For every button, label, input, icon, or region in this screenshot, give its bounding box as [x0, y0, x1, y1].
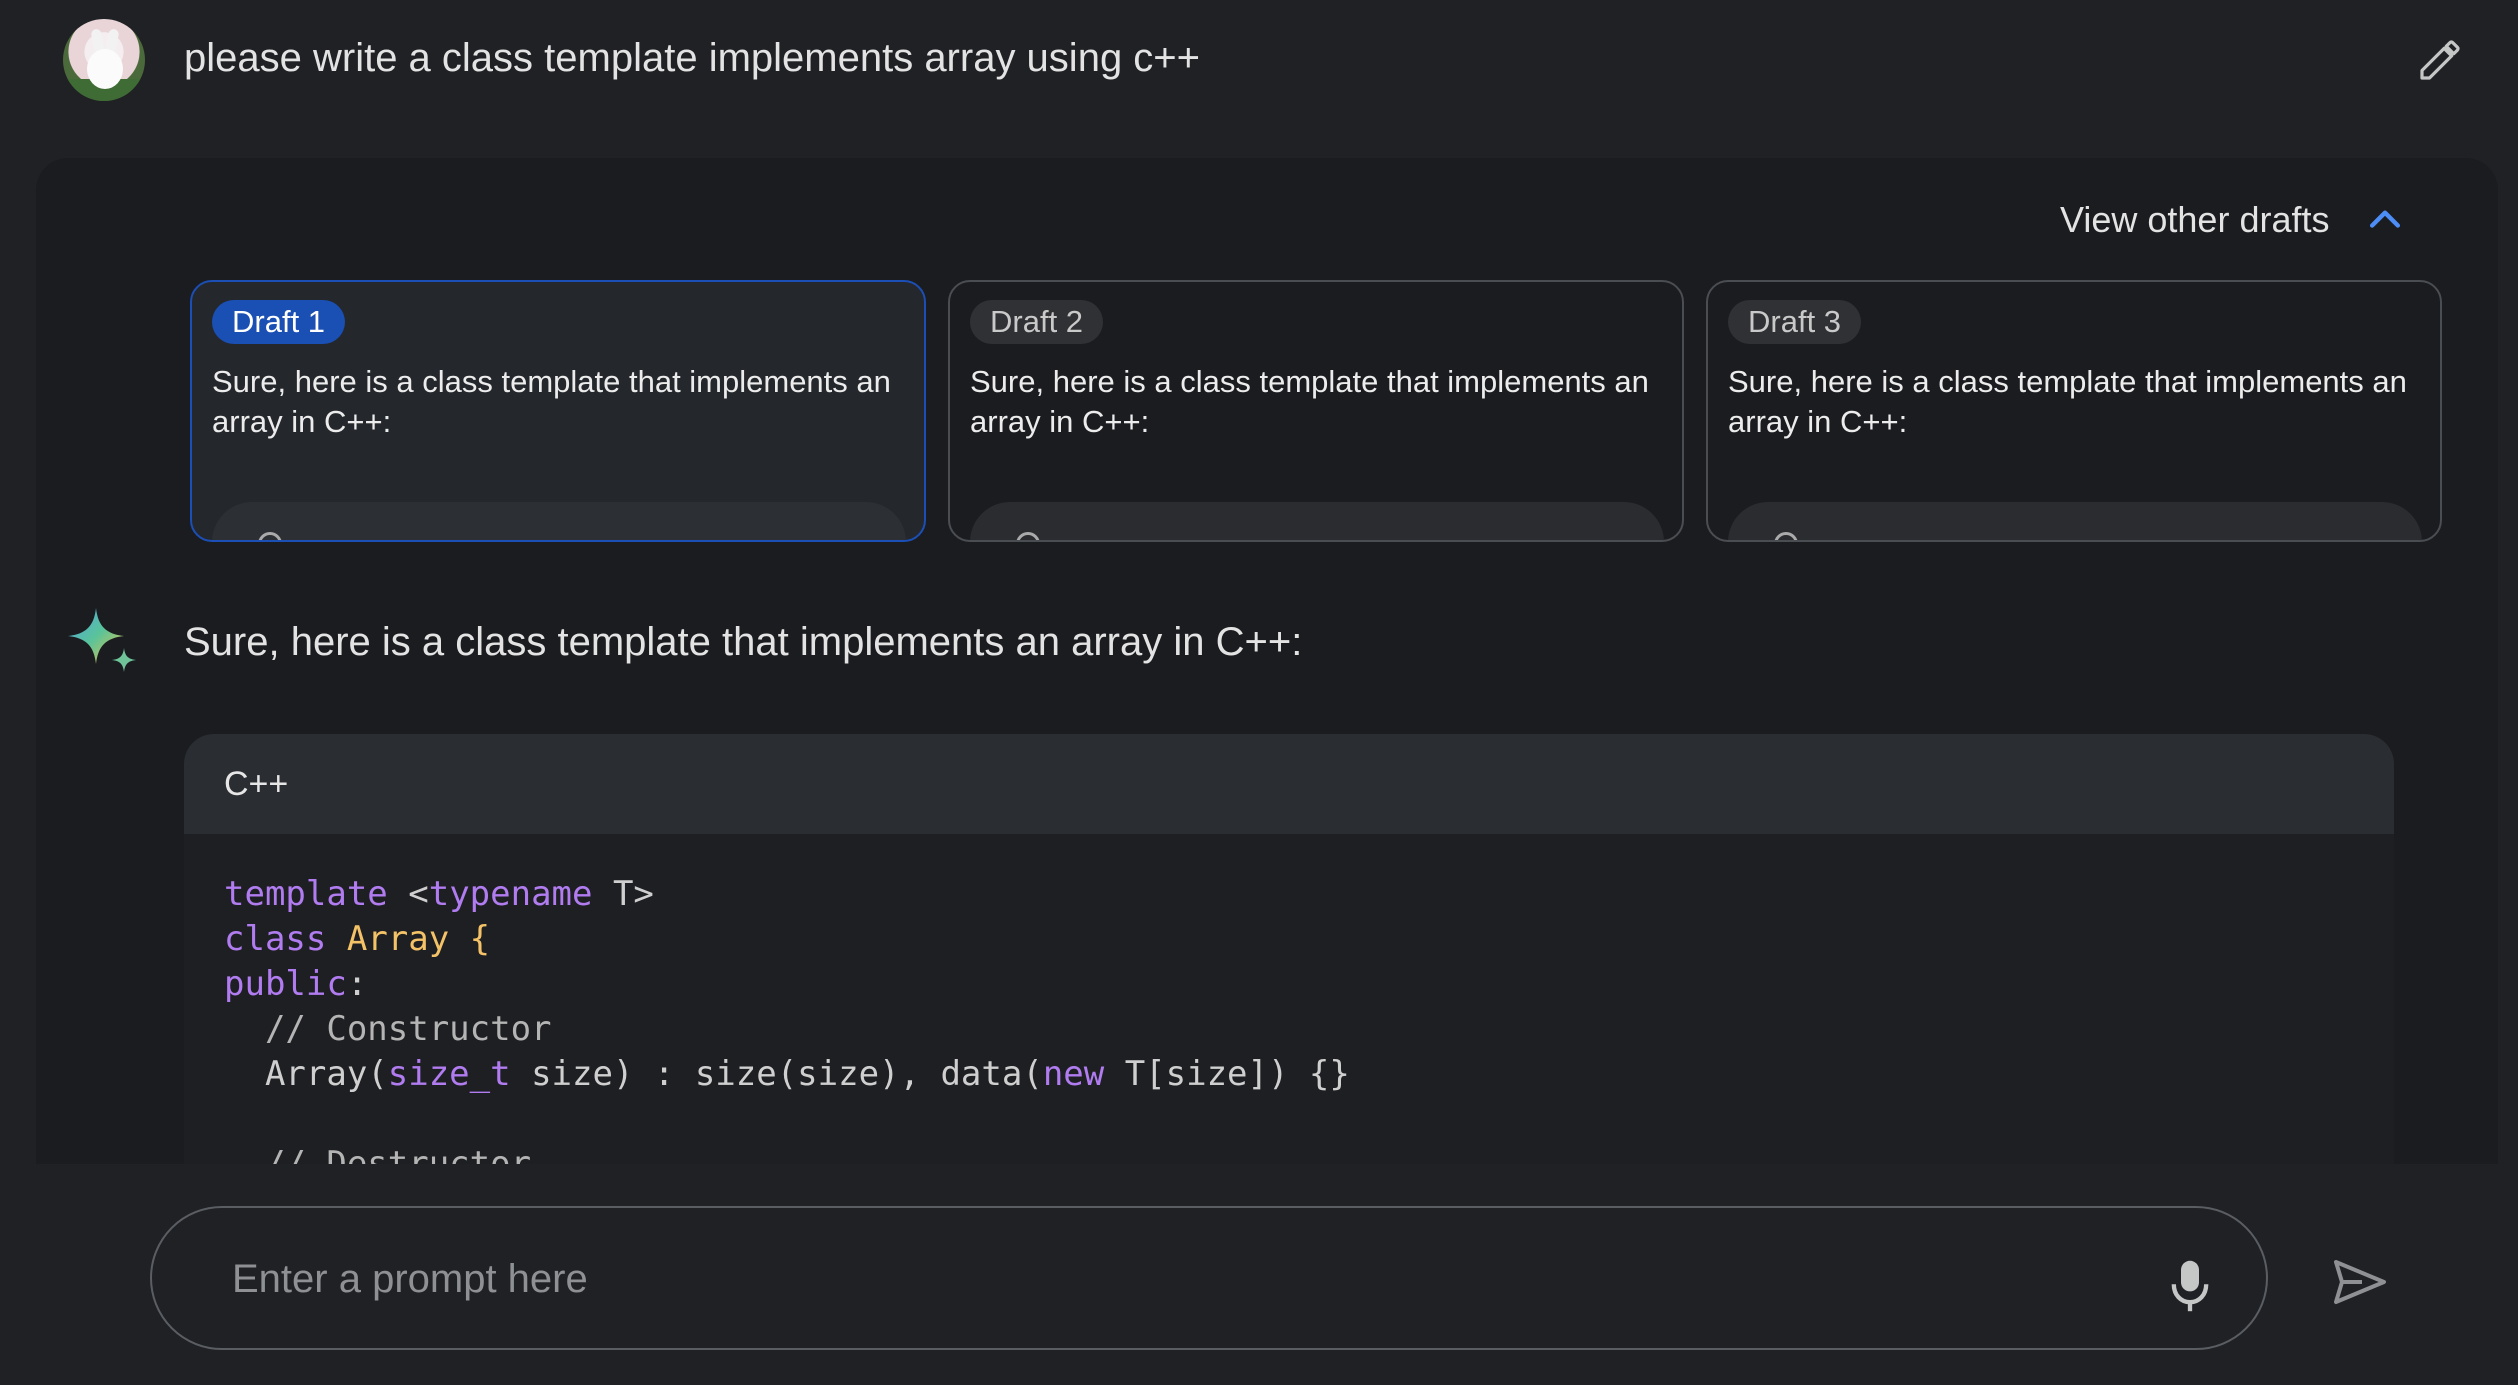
- send-icon: [2334, 1260, 2386, 1304]
- code-token: size) : size(size), data(: [510, 1054, 1043, 1094]
- microphone-button[interactable]: [2154, 1250, 2226, 1322]
- draft-snippet: Sure, here is a class template that impl…: [970, 364, 1649, 439]
- code-token: T>: [592, 874, 654, 914]
- draft-snippet: Sure, here is a class template that impl…: [1728, 364, 2407, 439]
- code-token: class: [224, 919, 327, 959]
- prompt-input-container: [150, 1206, 2268, 1350]
- sparkle-icon: [68, 608, 136, 672]
- code-token: Array(: [224, 1054, 388, 1094]
- draft-code-peek: [970, 502, 1664, 540]
- pencil-icon: [2420, 40, 2460, 80]
- draft-card-2[interactable]: Draft 2 Sure, here is a class template t…: [948, 280, 1684, 542]
- avatar-rabbit: [87, 49, 123, 89]
- user-avatar[interactable]: [63, 19, 145, 101]
- code-token: [326, 919, 346, 959]
- code-comment: // Constructor: [224, 1009, 552, 1049]
- code-token: template: [224, 874, 388, 914]
- code-comment: // Destructor: [224, 1144, 532, 1164]
- code-language-label: C++: [184, 734, 2394, 834]
- view-other-drafts-toggle[interactable]: View other drafts: [2060, 196, 2407, 244]
- prompt-header: please write a class template implements…: [0, 0, 2518, 130]
- code-token: new: [1042, 1054, 1105, 1094]
- panel-bottom-edge: [36, 1164, 2498, 1168]
- response-intro-text: Sure, here is a class template that impl…: [184, 620, 1303, 664]
- avatar-grass: [63, 79, 145, 101]
- code-token: public: [224, 964, 347, 1004]
- edit-prompt-button[interactable]: [2414, 34, 2466, 86]
- code-content[interactable]: template <typename T> class Array { publ…: [184, 834, 2394, 1164]
- draft-card-1[interactable]: Draft 1 Sure, here is a class template t…: [190, 280, 926, 542]
- chevron-up-icon: [2370, 210, 2401, 228]
- send-button[interactable]: [2322, 1244, 2398, 1320]
- user-prompt-text: please write a class template implements…: [184, 36, 1201, 80]
- code-token: T[size]) {}: [1104, 1054, 1350, 1094]
- draft-code-peek: [1728, 502, 2422, 540]
- draft-snippet: Sure, here is a class template that impl…: [212, 364, 891, 439]
- code-block: C++ template <typename T> class Array { …: [184, 734, 2394, 1164]
- microphone-icon: [2171, 1260, 2209, 1312]
- code-token: <: [387, 874, 429, 914]
- view-drafts-label: View other drafts: [2060, 199, 2330, 240]
- draft-label: Draft 2: [970, 300, 1104, 344]
- code-token: size_t: [387, 1054, 511, 1094]
- draft-label: Draft 1: [212, 300, 346, 344]
- code-token: :: [346, 964, 368, 1004]
- code-token: typename: [428, 874, 593, 914]
- prompt-input[interactable]: [230, 1238, 2034, 1320]
- draft-code-peek: [212, 502, 906, 540]
- draft-card-3[interactable]: Draft 3 Sure, here is a class template t…: [1706, 280, 2442, 542]
- draft-label: Draft 3: [1728, 300, 1862, 344]
- code-token: Array {: [346, 919, 491, 959]
